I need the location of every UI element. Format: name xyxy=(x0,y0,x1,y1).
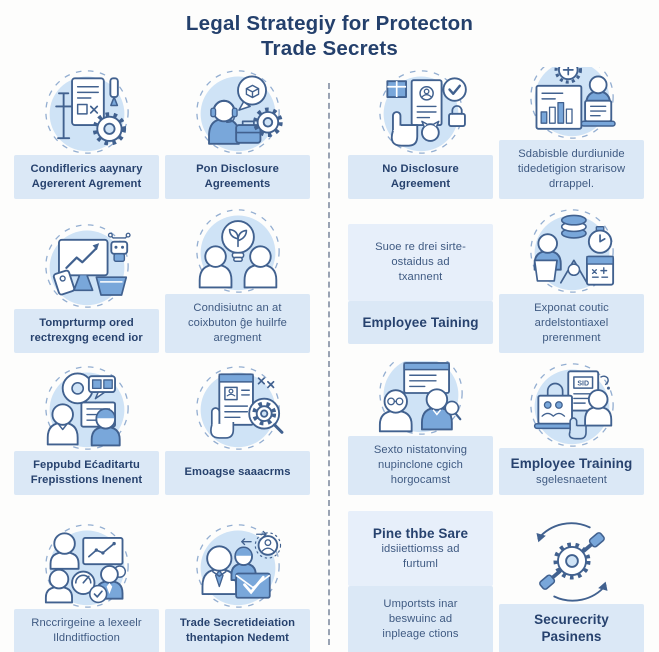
label-line: aregment xyxy=(213,331,262,344)
monitor-chart-basket-icon xyxy=(14,207,159,309)
label-box: Emoagse saaacrms xyxy=(165,451,310,495)
label-line: rectrexgng ecend ior xyxy=(30,331,143,344)
label-line: idsiiettiomss ad xyxy=(381,543,460,556)
cell-exponential-procurement: Exponat coutic ardelstontiaxel prerenment xyxy=(499,207,644,353)
label-line: Exponat coutic xyxy=(534,301,609,314)
label-line: Sexto nistatonving xyxy=(373,443,468,456)
label-line: inpleage ctions xyxy=(382,628,459,641)
sid-document-pointer-icon: SID xyxy=(499,361,644,448)
svg-text:SID: SID xyxy=(577,381,589,388)
label-line: Pasinens xyxy=(541,629,602,645)
label-box: Pine thbe Sare idsiiettiomss ad furtuml xyxy=(348,511,493,587)
label-line: Condiflerics aaynary xyxy=(30,162,143,175)
label-line: furtuml xyxy=(403,558,438,571)
label-line: tidedetigion strarisow xyxy=(517,162,626,175)
label-line: txannent xyxy=(398,270,443,283)
column-divider xyxy=(328,83,330,645)
label-line: Condisiutnc an at xyxy=(193,301,282,314)
label-box: Exponat coutic ardelstontiaxel prerenment xyxy=(499,293,644,353)
label-line: Pon Disclosure xyxy=(196,162,279,175)
label-line: beswuinc ad xyxy=(388,613,453,625)
cell-database-identification: Sdabisble durdiunide tidedetigion straris… xyxy=(499,67,644,199)
label-line: No Disclosure xyxy=(382,162,459,175)
cell-employee-screening: Emoagse saaacrms xyxy=(165,361,310,495)
page-title: Legal Strategiy for Protecton Trade Secr… xyxy=(0,0,659,61)
label-box: Employee Taining xyxy=(348,300,493,345)
label-box: Condisiutnc an at coixbuton ĝe huilrfe are… xyxy=(165,293,310,353)
support-agent-gear-icon xyxy=(165,67,310,155)
label-line: Rnccrirgeine a lexeelr xyxy=(31,616,142,629)
people-envelope-check-icon xyxy=(165,503,310,609)
label-box: Umportsts inar beswuinc ad inpleage ctions xyxy=(348,586,493,652)
hand-document-check-lock-icon xyxy=(348,67,493,155)
label-line: Ildnditfioction xyxy=(53,631,120,644)
label-line: drrappel. xyxy=(548,177,595,190)
label-line: Sdabisble durdiunide xyxy=(518,147,625,160)
label-line: nupinclone cgich xyxy=(378,458,463,471)
label-line: Suoe re drei sirte- xyxy=(375,240,466,253)
page-title-line2: Trade Secrets xyxy=(260,37,399,60)
label-line: Securecrity xyxy=(534,611,609,627)
people-gauge-chart-icon xyxy=(14,503,159,609)
label-box: Tomprturmp ored rectrexgng ecend ior xyxy=(14,308,159,353)
label-line: sgelesnaetent xyxy=(536,473,607,486)
label-line: Emoagse saaacrms xyxy=(184,466,291,479)
label-line: coixbuton ĝe huilrfe xyxy=(187,316,288,329)
report-laptop-seal-icon xyxy=(499,67,644,140)
label-line: Agreements xyxy=(204,177,271,190)
label-line: Pine thbe Sare xyxy=(372,525,469,541)
label-box: Sdabisble durdiunide tidedetigion straris… xyxy=(499,139,644,199)
cell-record-keeping: Tomprturmp ored rectrexgng ecend ior xyxy=(14,207,159,353)
cell-monitoring-program: Sexto nistatonving nupinclone cgich horgoc… xyxy=(348,361,493,495)
label-box: Trade Secretideiation thentapion Nedemt xyxy=(165,608,310,652)
hand-checklist-magnifier-icon xyxy=(165,361,310,451)
label-line: Agererent Agrement xyxy=(31,177,142,190)
label-line: Umportsts inar xyxy=(383,597,458,610)
label-line: Trade Secretideiation xyxy=(179,616,296,629)
cell-trade-secret-identification: Trade Secretideiation thentapion Nedemt xyxy=(165,503,310,652)
label-line: Feppubd Ećaditartu xyxy=(33,458,140,471)
presenter-board-icon xyxy=(348,361,493,436)
label-line: Frepisstions Inenent xyxy=(30,473,143,486)
people-discussion-icon xyxy=(14,361,159,451)
cell-contribution-agreement: Condisiutnc an at coixbuton ĝe huilrfe are… xyxy=(165,207,310,353)
label-line: ostaidus ad xyxy=(391,255,450,268)
label-line: Employee Taining xyxy=(362,314,479,330)
label-line: Agreement xyxy=(390,177,451,190)
person-coins-timer-icon xyxy=(499,207,644,294)
label-line: Tomprturmp ored xyxy=(39,316,134,329)
label-box: Sexto nistatonving nupinclone cgich horgoc… xyxy=(348,435,493,495)
label-line: prerenment xyxy=(542,331,601,344)
contract-gear-pen-icon xyxy=(14,67,159,155)
people-lightbulb-icon xyxy=(165,207,310,294)
label-line: ardelstontiaxel xyxy=(534,316,609,329)
label-box: Suoe re drei sirte-ostaidus ad txannent xyxy=(348,223,493,301)
hands-gear-cycle-icon xyxy=(499,503,644,604)
label-line: horgocamst xyxy=(390,473,451,486)
label-line: Employee Training xyxy=(510,456,633,472)
label-line: thentapion Nedemt xyxy=(185,631,289,644)
page-title-line1: Legal Strategiy for Protecton xyxy=(185,12,474,35)
